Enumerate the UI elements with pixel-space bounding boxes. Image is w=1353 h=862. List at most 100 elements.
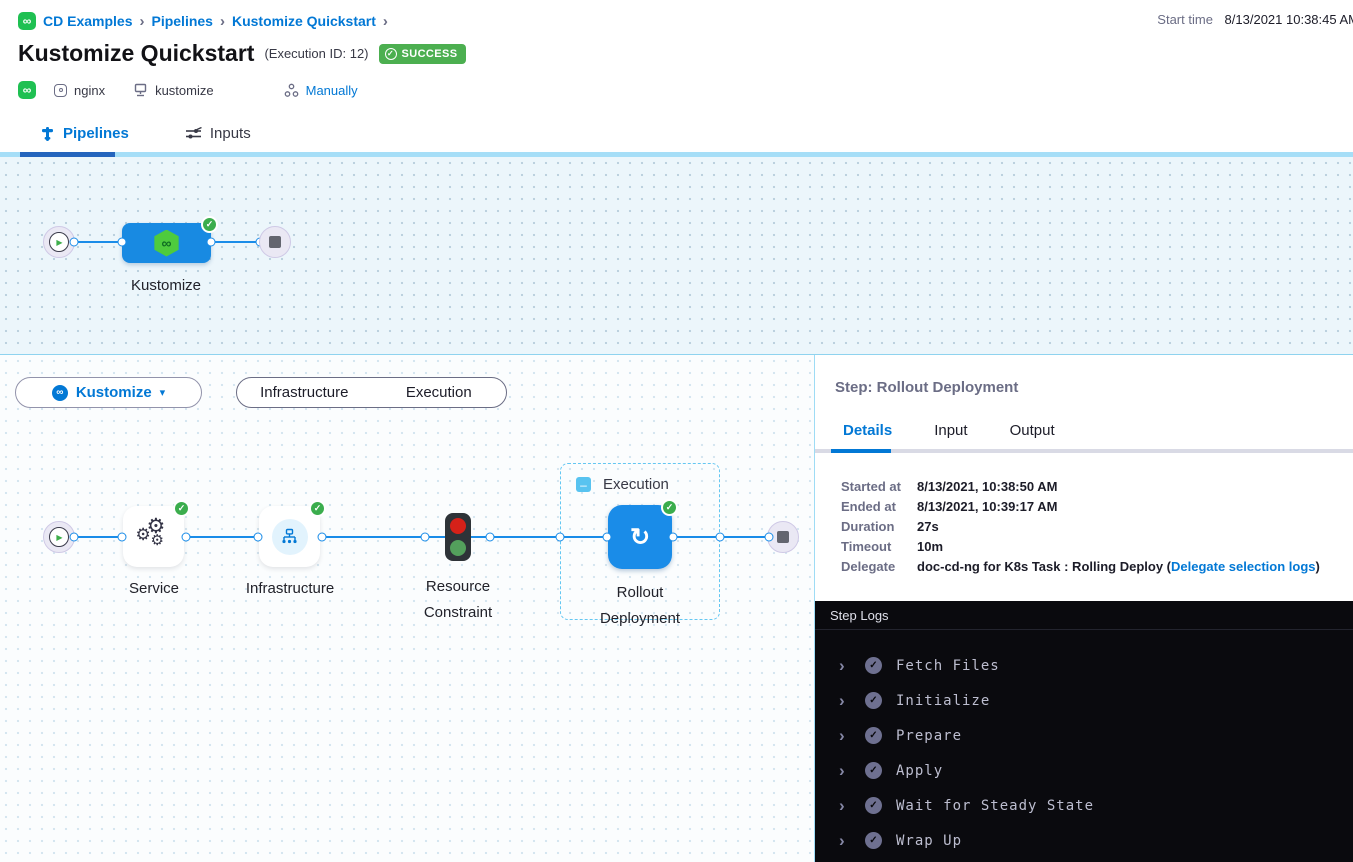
node-label-service: Service (128, 580, 180, 597)
step-details: Started at 8/13/2021, 10:38:50 AM Ended … (815, 453, 1353, 577)
active-tab-indicator (20, 152, 115, 157)
step-success-icon: ✓ (309, 500, 326, 517)
stop-icon (777, 531, 789, 543)
trigger-tag[interactable]: Manually (284, 83, 358, 98)
pipeline-end-node (259, 226, 291, 258)
step-logs-panel: Step Logs › ✓ Fetch Files › ✓ Initialize… (815, 601, 1353, 862)
harness-cd-hexagon-icon: ∞ (154, 229, 179, 257)
play-icon: ▶ (49, 527, 69, 547)
page-header: ∞ CD Examples › Pipelines › Kustomize Qu… (0, 0, 1353, 115)
step-panel-title: Step: Rollout Deployment (835, 379, 1019, 396)
chevron-right-icon: › (839, 655, 845, 675)
connector-dot (485, 532, 495, 542)
cd-module-icon: ∞ (18, 81, 36, 99)
log-section-prepare[interactable]: › ✓ Prepare (839, 725, 963, 745)
detail-row: Duration 27s (841, 519, 939, 534)
step-success-icon: ✓ (173, 500, 190, 517)
tab-pipelines[interactable]: Pipelines (40, 125, 129, 142)
connector-dot (555, 532, 565, 542)
infrastructure-icon (271, 518, 308, 555)
stage-selector-dropdown[interactable]: ∞ Kustomize ▾ (15, 377, 202, 408)
execution-id: (Execution ID: 12) (264, 46, 369, 61)
status-badge: ✓ SUCCESS (378, 43, 467, 64)
traffic-green-icon (450, 539, 466, 556)
log-section-apply[interactable]: › ✓ Apply (839, 760, 944, 780)
start-time: Start time 8/13/2021 10:38:45 AM (1157, 12, 1353, 27)
tab-output[interactable]: Output (1009, 422, 1055, 439)
detail-row: Ended at 8/13/2021, 10:39:17 AM (841, 499, 1058, 514)
breadcrumb: ∞ CD Examples › Pipelines › Kustomize Qu… (18, 12, 1353, 30)
delegate-selection-logs-link[interactable]: Delegate selection logs (1171, 559, 1316, 574)
stage-node-kustomize[interactable]: ∞ ✓ (122, 216, 218, 263)
environment-icon (133, 83, 148, 98)
log-section-fetch-files[interactable]: › ✓ Fetch Files (839, 655, 1000, 675)
log-success-icon: ✓ (865, 692, 882, 709)
node-service[interactable]: ⚙⚙⚙ ✓ (123, 500, 190, 567)
infra-execution-toggle: Infrastructure Execution (236, 377, 507, 408)
chevron-right-icon: › (839, 830, 845, 850)
collapse-group-icon[interactable]: – (576, 477, 591, 492)
connector-dot (69, 237, 79, 247)
connector-dot (69, 532, 79, 542)
connector-dot (117, 237, 127, 247)
connector-dot (206, 237, 216, 247)
node-resource-constraint[interactable] (445, 513, 471, 561)
rollout-refresh-icon: ↻ (629, 523, 651, 551)
log-section-initialize[interactable]: › ✓ Initialize (839, 690, 991, 710)
connector-dot (602, 532, 612, 542)
environment-tag: kustomize (133, 83, 214, 98)
log-success-icon: ✓ (865, 727, 882, 744)
detail-row-delegate: Delegate doc-cd-ng for K8s Task : Rollin… (841, 559, 1320, 574)
node-label-resource-constraint: Resource Constraint (423, 578, 493, 621)
play-icon: ▶ (49, 232, 69, 252)
tab-input[interactable]: Input (934, 422, 968, 439)
toggle-execution[interactable]: Execution (405, 384, 472, 401)
log-section-wait-steady-state[interactable]: › ✓ Wait for Steady State (839, 795, 1095, 815)
service-gears-icon: ⚙⚙⚙ (135, 514, 166, 549)
node-rollout-deployment[interactable]: ↻ ✓ (608, 499, 678, 569)
cd-module-icon: ∞ (18, 12, 36, 30)
chevron-right-icon: › (839, 795, 845, 815)
step-details-panel: Step: Rollout Deployment Details Input O… (814, 355, 1353, 862)
connector-dot (253, 532, 263, 542)
chevron-right-icon: › (839, 690, 845, 710)
cd-stage-icon: ∞ (51, 384, 68, 401)
connector-dot (764, 532, 774, 542)
node-label-infrastructure: Infrastructure (245, 580, 335, 597)
breadcrumb-separator-icon: › (382, 12, 388, 30)
tab-inputs[interactable]: Inputs (185, 125, 251, 142)
toggle-infrastructure[interactable]: Infrastructure (260, 384, 349, 401)
inputs-icon (185, 126, 202, 141)
connector-dot (715, 532, 725, 542)
connector-dot (668, 532, 678, 542)
breadcrumb-pipelines[interactable]: Pipelines (151, 13, 213, 29)
detail-row: Timeout 10m (841, 539, 944, 554)
active-step-tab-indicator (831, 449, 891, 453)
service-tag: nginx (54, 83, 105, 98)
tab-details[interactable]: Details (843, 422, 893, 439)
pipeline-start-node: ▶ (43, 226, 75, 258)
breadcrumb-separator-icon: › (219, 12, 225, 30)
stop-icon (269, 236, 281, 248)
log-success-icon: ✓ (865, 657, 882, 674)
start-time-label: Start time (1157, 12, 1213, 27)
node-infrastructure[interactable]: ✓ (259, 500, 326, 567)
breadcrumb-separator-icon: › (139, 12, 145, 30)
connector-dot (117, 532, 127, 542)
traffic-red-icon (450, 518, 466, 535)
chevron-down-icon: ▾ (159, 387, 166, 399)
chevron-right-icon: › (839, 725, 845, 745)
tab-underline-track (0, 152, 1353, 157)
node-label-rollout-deployment: Rollout Deployment (599, 584, 681, 627)
view-tabs: Pipelines Inputs (0, 115, 1353, 152)
log-section-wrap-up[interactable]: › ✓ Wrap Up (839, 830, 963, 850)
connector-dot (420, 532, 430, 542)
chevron-right-icon: › (839, 760, 845, 780)
stage-success-icon: ✓ (201, 216, 218, 233)
log-success-icon: ✓ (865, 797, 882, 814)
success-check-icon: ✓ (384, 47, 397, 60)
connector-dot (181, 532, 191, 542)
breadcrumb-kustomize-quickstart[interactable]: Kustomize Quickstart (231, 13, 376, 29)
breadcrumb-cd-examples[interactable]: CD Examples (43, 13, 133, 29)
execution-group-box (560, 463, 720, 620)
